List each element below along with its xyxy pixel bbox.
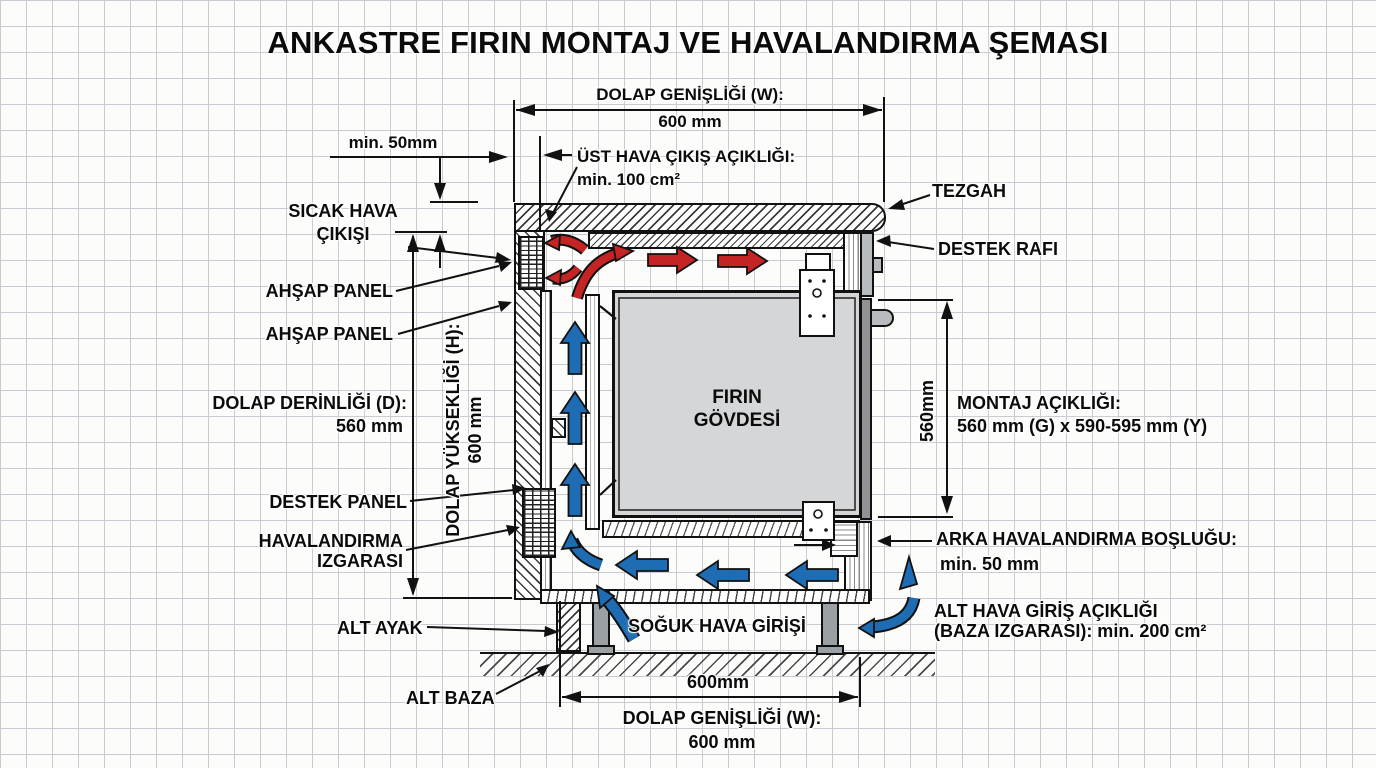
bottom-width-value: 600 mm — [688, 732, 756, 752]
min-50-label: min. 50mm — [348, 133, 438, 152]
top-width-label: DOLAP GENİŞLİĞİ (W): — [596, 85, 784, 104]
alt-baza-label: ALT BAZA — [406, 688, 495, 708]
depth-value: 560 mm — [335, 416, 403, 436]
oven-body-label-2: GÖVDESİ — [693, 410, 781, 431]
oven-door — [585, 294, 600, 530]
destek-rafi-label: DESTEK RAFI — [938, 239, 1059, 259]
montaj-label: MONTAJ AÇIKLIĞI: — [957, 393, 1121, 413]
rear-knob — [870, 309, 894, 327]
upper-wood-panel — [588, 232, 848, 249]
ahsap-panel-label-a: AHŞAP PANEL — [265, 281, 393, 301]
rail-tab — [872, 257, 883, 273]
bottom-vent-label-1: ALT HAVA GİRİŞ AÇIKLIĞI — [934, 601, 1158, 621]
hot-air-out-label-2: ÇIKIŞI — [316, 224, 370, 244]
depth-label: DOLAP DERİNLİĞİ (D): — [212, 393, 407, 413]
montaj-value: 560 mm (G) x 590-595 mm (Y) — [957, 416, 1208, 436]
tezgah-label: TEZGAH — [932, 181, 1006, 201]
alt-ayak-label: ALT AYAK — [337, 618, 423, 638]
right-foot — [816, 645, 844, 655]
rear-gap-label: ARKA HAVALANDIRMA BOŞLUĞU: — [936, 529, 1237, 549]
cold-air-in-label: SOĞUK HAVA GİRİŞİ — [628, 616, 806, 636]
ahsap-panel-label-b: AHŞAP PANEL — [265, 324, 393, 344]
top-width-value: 600 mm — [658, 112, 722, 131]
right-lower-support — [830, 521, 858, 557]
destek-panel-label: DESTEK PANEL — [269, 492, 407, 512]
panel-block — [551, 418, 566, 438]
rear-gap-value: min. 50 mm — [940, 554, 1040, 574]
ventilation-grille — [522, 488, 556, 558]
top-exhaust-grille — [518, 236, 544, 290]
dim-600-bottom-label: 600mm — [686, 672, 750, 692]
height-label-line1: DOLAP YÜKSEKLİĞİ (H): — [443, 323, 463, 537]
right-wall-upper — [843, 232, 862, 297]
bottom-width-label: DOLAP GENİŞLİĞİ (W): — [622, 708, 822, 728]
plinth — [556, 602, 581, 652]
countertop — [514, 203, 886, 232]
oven-body-label-1: FIRIN — [712, 387, 762, 408]
vent-grille-label-1: HAVALANDIRMA — [258, 531, 403, 551]
bottom-vent-label-2: (BAZA IZGARASI): min. 200 cm² — [934, 621, 1207, 641]
hot-air-out-label-1: SICAK HAVA — [288, 201, 398, 221]
height-label: DOLAP YÜKSEKLİĞİ (H): 600 mm — [443, 300, 489, 560]
top-vent-label: ÜST HAVA ÇIKIŞ AÇIKLIĞI: — [577, 147, 796, 166]
dim-560-label: 560mm — [917, 379, 937, 443]
diagram-title: ANKASTRE FIRIN MONTAJ VE HAVALANDIRMA ŞE… — [267, 25, 1109, 60]
left-foot — [587, 645, 615, 655]
vent-grille-label-2: IZGARASI — [316, 551, 403, 571]
height-label-line2: 600 mm — [464, 396, 485, 464]
lower-shelf — [602, 520, 860, 538]
top-vent-value: min. 100 cm² — [577, 170, 680, 189]
